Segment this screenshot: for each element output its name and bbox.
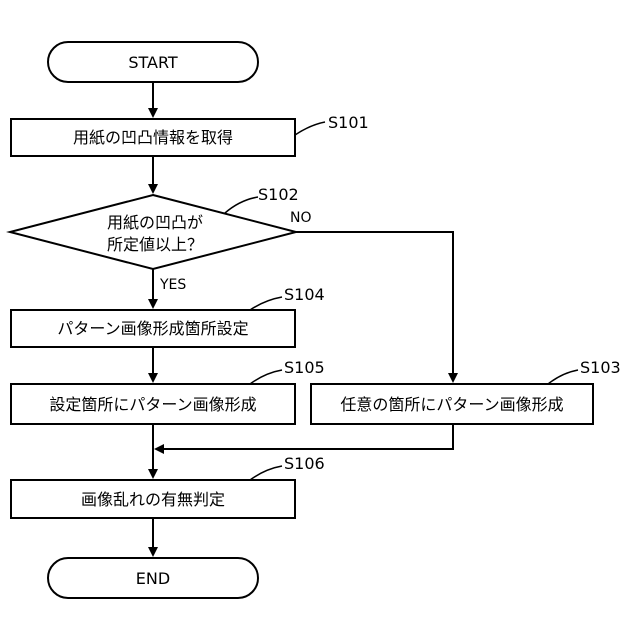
step-s103-text: 任意の箇所にパターン画像形成 bbox=[340, 395, 563, 414]
step-s103-leader bbox=[548, 370, 578, 384]
step-s102-leader bbox=[225, 197, 258, 213]
start-label: START bbox=[128, 53, 178, 72]
step-s105-text: 設定箇所にパターン画像形成 bbox=[49, 395, 256, 414]
step-s105-leader bbox=[250, 370, 282, 384]
step-s101-leader bbox=[295, 122, 325, 135]
arrow-s103-merge bbox=[156, 424, 453, 449]
step-s104-text: パターン画像形成箇所設定 bbox=[57, 319, 248, 338]
step-s102-text-line2: 所定値以上？ bbox=[107, 235, 203, 254]
step-s106-id: S106 bbox=[284, 454, 325, 473]
branch-no-label: NO bbox=[290, 210, 312, 226]
step-s101-id: S101 bbox=[328, 113, 369, 132]
step-s104-id: S104 bbox=[284, 285, 325, 304]
step-s106-text: 画像乱れの有無判定 bbox=[81, 490, 225, 509]
step-s105-id: S105 bbox=[284, 358, 325, 377]
step-s102-text-line1: 用紙の凹凸が bbox=[107, 213, 203, 232]
step-s102-id: S102 bbox=[258, 185, 299, 204]
step-s103-id: S103 bbox=[580, 358, 621, 377]
end-label: END bbox=[136, 569, 170, 588]
step-s101-text: 用紙の凹凸情報を取得 bbox=[73, 128, 233, 147]
step-s106-leader bbox=[250, 466, 282, 480]
step-s102-diamond bbox=[10, 195, 296, 269]
step-s104-leader bbox=[250, 297, 282, 310]
branch-yes-label: YES bbox=[159, 277, 186, 293]
